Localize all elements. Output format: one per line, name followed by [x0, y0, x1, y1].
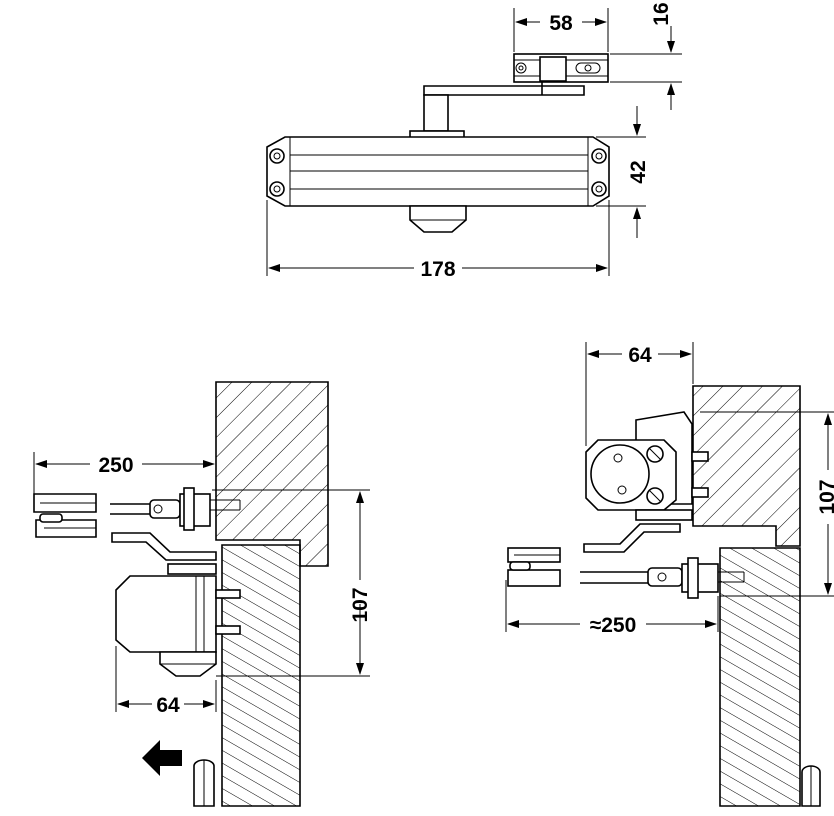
dim-42: 42 — [596, 106, 650, 238]
dim-label-58: 58 — [549, 12, 573, 35]
closer-body-right — [585, 411, 709, 521]
dim-250-left: 250 — [33, 452, 217, 500]
left-view: 250 107 64 — [33, 381, 372, 807]
dim-label-42: 42 — [627, 160, 650, 183]
arm-bracket — [513, 53, 609, 83]
dim-16: 16 — [610, 2, 682, 110]
dim-label-16: 16 — [650, 2, 673, 25]
dim-64-left: 64 — [115, 646, 217, 717]
dim-58: 58 — [513, 8, 609, 52]
dim-label-107-left: 107 — [349, 587, 372, 622]
dim-250-right: ≈250 — [505, 580, 719, 637]
dim-label-approx-250: ≈250 — [590, 614, 637, 637]
dim-label-64-right: 64 — [628, 344, 652, 367]
dim-label-107-right: 107 — [816, 479, 834, 514]
dim-label-250: 250 — [98, 454, 133, 477]
dim-label-64-left: 64 — [156, 694, 180, 717]
closer-body-left — [115, 563, 241, 677]
dim-64-right: 64 — [585, 342, 694, 446]
dim-178: 178 — [266, 200, 610, 281]
frame-section — [215, 381, 329, 567]
right-view: 64 107 ≈250 — [505, 342, 834, 807]
arrow-left-icon — [142, 740, 182, 776]
frame-section-right — [692, 385, 801, 547]
dim-107-left: 107 — [212, 489, 372, 677]
hinge-right — [801, 765, 821, 807]
arm-assembly — [33, 487, 241, 561]
closer-body — [266, 136, 610, 233]
dim-107-right: 107 — [700, 411, 834, 597]
closer-arm — [409, 82, 585, 139]
door-section-right — [719, 547, 801, 807]
hinge-left — [193, 759, 215, 807]
arm-assembly-right — [507, 523, 745, 599]
top-view: 58 16 42 178 — [266, 2, 682, 281]
dim-label-178: 178 — [420, 258, 455, 281]
